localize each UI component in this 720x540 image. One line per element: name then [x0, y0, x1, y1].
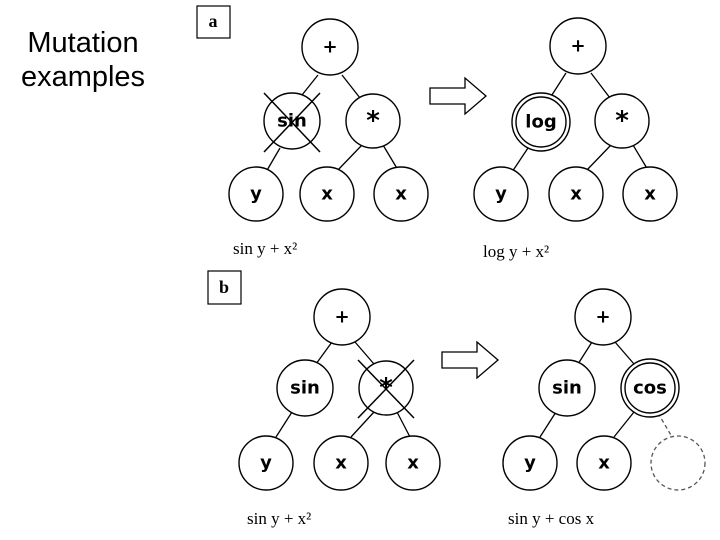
- edge: [632, 144, 649, 171]
- tree-node-leaf: [502, 435, 558, 491]
- empty-dashed-node: [650, 435, 706, 491]
- formula: sin y + cos x: [508, 509, 595, 528]
- panel-b-before-tree: + sin * y x x sin y + x²: [238, 288, 441, 528]
- node-label: x: [395, 184, 407, 205]
- node-label: x: [598, 453, 610, 474]
- edge: [335, 144, 363, 173]
- node-label: x: [407, 453, 419, 474]
- tree-node-leaf: [238, 435, 294, 491]
- node-label: sin: [277, 111, 307, 132]
- edge: [382, 144, 399, 171]
- panel-a-label-box: [196, 5, 231, 39]
- tree-node-leaf: [622, 166, 678, 222]
- tree-node-multiply: [594, 93, 650, 149]
- tree-node-leaf: [548, 166, 604, 222]
- node-label: *: [615, 106, 629, 136]
- cross-mark: [263, 92, 321, 153]
- tree-node-leaf: [299, 166, 355, 222]
- tree-node-leaf: [385, 435, 441, 491]
- edge: [549, 72, 567, 99]
- node-label: +: [334, 307, 349, 328]
- tree-node-leaf: [228, 166, 284, 222]
- cross-mark: [357, 359, 415, 419]
- figure-title: Mutation examples: [8, 26, 158, 94]
- edge: [577, 341, 593, 365]
- edge: [354, 341, 375, 365]
- formula: sin y + x²: [247, 509, 311, 528]
- highlight-ring: [515, 96, 567, 148]
- node-label: sin: [552, 378, 582, 399]
- dashed-edge: [657, 412, 673, 438]
- tree-node-root: [549, 17, 607, 75]
- edge: [590, 72, 611, 99]
- edge: [341, 74, 361, 99]
- tree-node-root: [574, 288, 632, 346]
- edge: [511, 147, 529, 173]
- edge: [315, 341, 333, 365]
- node-label: cos: [633, 378, 667, 399]
- edge: [265, 147, 281, 173]
- tree-node-sin: [538, 359, 596, 417]
- node-label: +: [595, 307, 610, 328]
- edge: [396, 411, 411, 438]
- title-line-2: examples: [20, 61, 146, 93]
- tree-node-log-highlighted: [511, 92, 571, 152]
- tree-node-cos-highlighted: [620, 358, 680, 418]
- edge: [350, 411, 375, 438]
- right-arrow-icon: [441, 340, 499, 380]
- edge: [275, 411, 293, 438]
- node-label: sin: [290, 378, 320, 399]
- right-arrow-icon: [429, 76, 487, 116]
- panel-a-letter: a: [209, 11, 218, 31]
- title-line-1: Mutation: [27, 27, 139, 59]
- node-label: y: [524, 453, 536, 474]
- panel-b-label-box: [207, 270, 242, 305]
- node-label: *: [366, 106, 380, 136]
- edge: [584, 144, 612, 173]
- panel-b-after-tree: + sin cos y x sin y + cos x: [502, 288, 706, 528]
- edge: [613, 411, 635, 438]
- panel-a-after-tree: + log * y x x log y + x²: [473, 17, 678, 261]
- edge: [539, 411, 557, 438]
- node-label: x: [570, 184, 582, 205]
- node-label: log: [525, 112, 556, 133]
- formula: log y + x²: [483, 242, 549, 261]
- node-label: +: [570, 36, 585, 57]
- edge: [614, 341, 635, 365]
- tree-node-root: [313, 288, 371, 346]
- tree-node-multiply: [345, 93, 401, 149]
- node-label: x: [321, 184, 333, 205]
- panel-a-before-tree: + sin * y x x sin y + x²: [228, 18, 429, 258]
- node-label: y: [495, 184, 507, 205]
- tree-node-sin: [276, 359, 334, 417]
- node-label: x: [644, 184, 656, 205]
- tree-node-leaf: [473, 166, 529, 222]
- tree-node-leaf: [576, 435, 632, 491]
- panel-b-letter: b: [219, 277, 229, 297]
- node-label: +: [322, 37, 337, 58]
- tree-node-leaf: [373, 166, 429, 222]
- highlight-ring: [624, 362, 676, 414]
- node-label: y: [250, 184, 262, 205]
- node-label: y: [260, 453, 272, 474]
- tree-node-root: [301, 18, 359, 76]
- formula: sin y + x²: [233, 239, 297, 258]
- tree-node-leaf: [313, 435, 369, 491]
- node-label: x: [335, 453, 347, 474]
